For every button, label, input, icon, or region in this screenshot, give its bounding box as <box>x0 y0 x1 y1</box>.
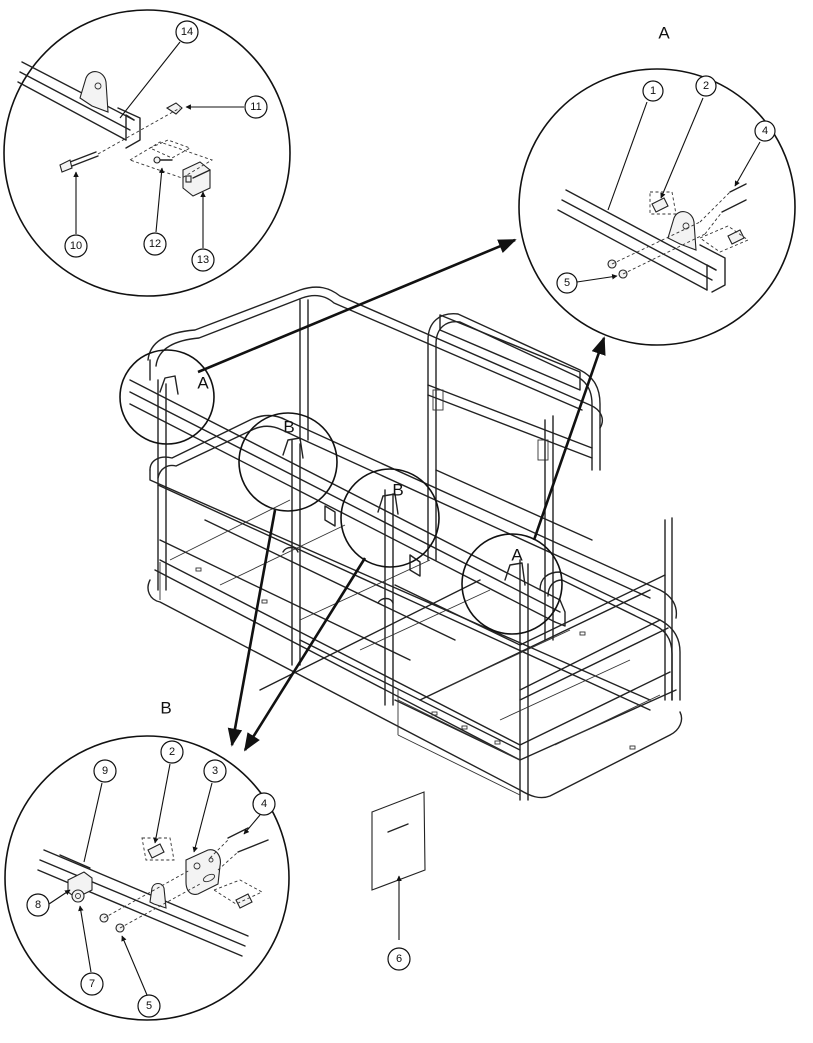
svg-text:5: 5 <box>564 277 570 289</box>
svg-text:10: 10 <box>70 240 82 252</box>
zone-a-left-letter: A <box>197 374 209 393</box>
zoom-arrows <box>197 238 606 752</box>
detail-latch-callout-10: 10 <box>64 234 88 258</box>
detail-b-callout-5: 5 <box>137 994 161 1018</box>
detail-latch-callout-11: 11 <box>244 95 268 119</box>
svg-text:4: 4 <box>762 125 768 137</box>
detail-latch-callout-14: 14 <box>175 20 199 44</box>
detail-b-title: B <box>160 699 171 718</box>
detail-b-callout-2: 2 <box>160 740 184 764</box>
detail-b-callout-3: 3 <box>203 759 227 783</box>
manual-callout-6: 6 <box>387 947 411 971</box>
svg-text:1: 1 <box>650 85 656 97</box>
detail-b-callout-9: 9 <box>93 759 117 783</box>
detail-a-callout-2: 2 <box>695 75 717 97</box>
detail-b-callout-4: 4 <box>252 792 276 816</box>
detail-a-callout-1: 1 <box>642 80 664 102</box>
detail-latch-callout-13: 13 <box>191 248 215 272</box>
svg-text:8: 8 <box>35 899 41 911</box>
detail-a-callout-4: 4 <box>754 120 776 142</box>
svg-text:6: 6 <box>396 953 402 965</box>
svg-text:4: 4 <box>261 798 267 810</box>
detail-b-callout-8: 8 <box>26 893 50 917</box>
detail-b-callout-7: 7 <box>80 972 104 996</box>
zone-b-right-letter: B <box>392 481 403 500</box>
svg-text:5: 5 <box>146 1000 152 1012</box>
svg-text:2: 2 <box>169 746 175 758</box>
zone-marker-b-left: B <box>238 412 338 512</box>
zone-b-left-letter: B <box>283 418 294 437</box>
operator-manual: 6 <box>371 791 426 971</box>
detail-gate-latch: 14 11 10 12 13 <box>3 9 291 297</box>
platform-basket <box>129 286 683 801</box>
svg-text:11: 11 <box>250 101 261 113</box>
zone-a-right-letter: A <box>511 546 523 565</box>
svg-text:9: 9 <box>102 765 108 777</box>
detail-a-callout-5: 5 <box>556 272 578 294</box>
detail-a-title: A <box>658 24 670 43</box>
svg-text:12: 12 <box>149 238 161 250</box>
svg-text:7: 7 <box>89 978 95 990</box>
svg-text:2: 2 <box>703 80 709 92</box>
svg-text:13: 13 <box>197 254 209 266</box>
detail-b: B <box>4 699 290 1021</box>
zone-marker-b-right: B <box>340 468 440 568</box>
detail-latch-callout-12: 12 <box>143 232 167 256</box>
zone-marker-a-left: A <box>119 349 215 445</box>
detail-a: A 1 2 <box>518 24 796 346</box>
svg-text:14: 14 <box>181 26 193 38</box>
zone-marker-a-right: A <box>461 533 563 635</box>
svg-text:3: 3 <box>212 765 218 777</box>
